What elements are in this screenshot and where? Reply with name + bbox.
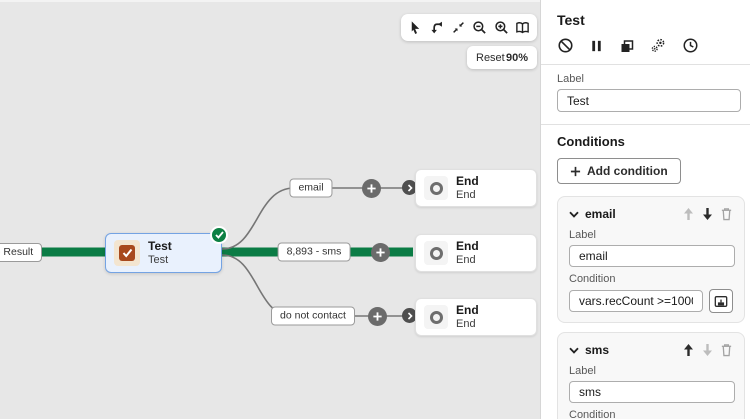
panel-title: Test (557, 12, 585, 28)
add-node-button[interactable] (368, 307, 387, 326)
condition-expression-label: Condition (569, 273, 616, 285)
fit-view-icon[interactable] (451, 20, 466, 35)
condition-node-icon (114, 240, 140, 266)
label-field-label: Label (557, 73, 584, 85)
divider (541, 124, 750, 125)
node-subtitle: Test (148, 253, 169, 266)
end-node-icon (424, 305, 448, 329)
conditions-heading: Conditions (557, 134, 625, 149)
node-subtitle: End (456, 317, 476, 330)
edge-label-sms: 8,893 - sms (277, 242, 351, 262)
edge-arrow-icon (402, 308, 417, 323)
add-condition-label: Add condition (587, 164, 668, 178)
expression-editor-icon (714, 295, 728, 307)
valid-check-badge-icon (210, 226, 228, 244)
end-node-icon (424, 241, 448, 265)
delete-trash-icon[interactable] (720, 343, 733, 357)
zoom-level[interactable]: 90% (505, 51, 528, 64)
edge-label-email: email (289, 178, 333, 198)
reset-zoom-button[interactable]: Reset (476, 51, 505, 64)
node-test[interactable]: Test Test (105, 233, 222, 273)
condition-name: sms (585, 343, 610, 357)
add-node-button[interactable] (362, 179, 381, 198)
panel-action-bar (557, 37, 740, 54)
edge-label-result: - Result (0, 243, 43, 262)
condition-card-email: email Label Condition (557, 196, 745, 323)
node-end-email[interactable]: End End (415, 169, 537, 207)
condition-expression-label: Condition (569, 409, 616, 419)
end-node-icon (424, 176, 448, 200)
condition-label-input[interactable] (569, 381, 735, 403)
divider (541, 64, 750, 65)
node-end-sms[interactable]: End End (415, 234, 537, 272)
delete-trash-icon[interactable] (720, 207, 733, 221)
condition-label-input[interactable] (569, 245, 735, 267)
move-up-icon[interactable] (682, 343, 695, 357)
add-node-button[interactable] (371, 243, 390, 262)
plus-icon (570, 166, 581, 176)
settings-gears-icon[interactable] (650, 37, 667, 54)
node-title: Test (148, 238, 172, 253)
properties-panel: Test Label Conditions Add co (540, 0, 750, 419)
condition-name: email (585, 207, 616, 221)
history-clock-icon[interactable] (682, 37, 699, 54)
condition-card-sms: sms Label Condition (557, 332, 745, 419)
edge-label-do-not-contact: do not contact (271, 306, 355, 326)
journey-canvas[interactable]: - Result email 8,893 - sms do not contac… (0, 0, 540, 419)
zoom-in-icon[interactable] (494, 20, 509, 35)
label-input[interactable] (557, 89, 741, 112)
collapse-chevron-icon[interactable] (569, 347, 579, 354)
node-subtitle: End (456, 253, 476, 266)
node-title: End (456, 238, 479, 253)
node-end-do-not-contact[interactable]: End End (415, 298, 537, 336)
move-down-icon[interactable] (701, 207, 714, 221)
add-condition-button[interactable]: Add condition (557, 158, 681, 184)
zoom-controls: Reset 90% (467, 46, 537, 69)
node-title: End (456, 302, 479, 317)
overview-map-icon[interactable] (515, 20, 530, 35)
canvas-toolbar (401, 14, 537, 41)
zoom-out-icon[interactable] (472, 20, 487, 35)
edge-lines (0, 187, 413, 317)
pointer-tool-icon[interactable] (408, 20, 423, 35)
condition-label-label: Label (569, 229, 596, 241)
duplicate-icon[interactable] (619, 38, 635, 54)
edge-arrow-icon (402, 180, 417, 195)
move-down-icon (701, 343, 714, 357)
expression-editor-button[interactable] (709, 289, 733, 313)
node-title: End (456, 173, 479, 188)
condition-expression-input[interactable] (569, 290, 703, 312)
collapse-chevron-icon[interactable] (569, 211, 579, 218)
move-up-icon (682, 207, 695, 221)
condition-label-label: Label (569, 365, 596, 377)
pause-icon[interactable] (589, 38, 604, 54)
pan-connector-tool-icon[interactable] (429, 20, 444, 35)
disable-icon[interactable] (557, 37, 574, 54)
node-subtitle: End (456, 188, 476, 201)
